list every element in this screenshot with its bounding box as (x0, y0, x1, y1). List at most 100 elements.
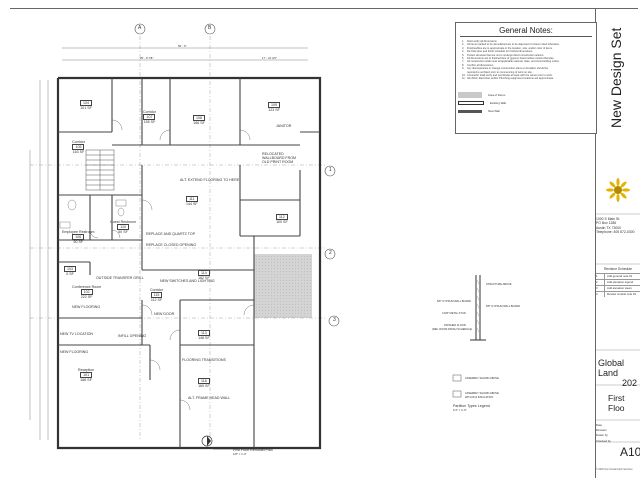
note-item: 8.Confirm all dimensions. (462, 63, 494, 67)
titleblock-divider (595, 8, 596, 478)
note-item: 3.Finishes/tiles are to approximate in t… (462, 46, 553, 50)
grid-label-a: A (138, 25, 142, 31)
wt-stud: 3-5/8" METAL STUD (442, 312, 466, 315)
plan-title: First Floor Remodel Plan 1/8" = 1'-0" (233, 448, 273, 457)
plan-title-marker (201, 435, 270, 450)
grid-label-1: 1 (329, 167, 332, 173)
grid-label-b: B (208, 25, 212, 31)
exterior-walls (56, 76, 322, 450)
note-item: 2.All items marked to be demolished are … (462, 43, 560, 47)
legend-swatch-new (458, 109, 482, 113)
wt-gyp-2: 5/8" GYPSUM WALL BOARD (486, 305, 521, 308)
note-item: 5.Protect all areas that are not to unde… (462, 53, 545, 57)
note-newflooring-2: NEW FLOORING (60, 350, 89, 354)
room-116: 116 169 SF (198, 378, 210, 389)
general-notes-list: 1.Field verify all dimensions. 2.All ite… (462, 40, 592, 81)
room-114: 114 182 SF (198, 270, 210, 281)
room-109: 109 123 SF (268, 102, 280, 113)
room-111: 111 144 SF (186, 196, 198, 207)
legend-swatch-existing (458, 101, 484, 105)
note-janitor: JANITOR (276, 124, 292, 128)
grid-label-3: 3 (333, 317, 336, 323)
dim-overall: 56' - 6" (178, 44, 187, 48)
room-112: 112 100 SF (276, 214, 288, 225)
note-newdoor: NEW DOOR (154, 312, 175, 316)
note-transitions: FLOORING TRANSITIONS (182, 358, 226, 362)
room-113: 113 148 SF (198, 330, 210, 341)
note-item: 6.All dimensions are to finished face of… (462, 57, 555, 61)
dim-seg-1: 25' - 8 7/8" (140, 56, 154, 60)
fixtures (59, 199, 127, 229)
note-extend: ALT. EXTEND FLOORING TO HERE (180, 178, 240, 182)
dim-seg-2: 17' - 10 3/4" (262, 56, 277, 60)
note-item: reported to architect prior to commencin… (467, 70, 533, 74)
partition-types-legend: Partition Types Legend 1/4" = 1'-0" (453, 404, 490, 412)
wt-structure: STRUCTURE ABOVE (486, 283, 512, 286)
legend-swatch-demo (458, 92, 482, 98)
titleblock-fields: Date Revision Drawn by Checked by (596, 423, 611, 443)
room-108: 108 166 SF (193, 115, 205, 126)
general-notes-title: General Notes: (499, 26, 553, 35)
wt-tag2-text-b: WITH R13 INSULATION (465, 396, 494, 399)
wt-tag1-text: ASSEMBLY SHOWN ABOVE (465, 377, 499, 380)
note-switches: NEW SWITCHES AND LIGHTING (160, 279, 215, 283)
copyright: © 2018 Sun Construction Services (596, 468, 633, 471)
note-infill: INFILL OPENING (118, 334, 147, 338)
room-101: Reception 101 166 SF (78, 368, 95, 383)
doors (89, 119, 255, 411)
note-item: 7.All construction shall meet all applic… (462, 60, 560, 64)
note-relocated: RELOCATED WALLBOARD FROM OLD PRINT ROOM (262, 152, 297, 164)
room-name: 104 (83, 101, 89, 105)
note-closed: REPLACE CLOSED OPENING (146, 243, 197, 247)
sheet-name: First Floo (608, 393, 625, 413)
wt-floor-ref: (REF. ROOM FINISH SCHEDULE) (432, 328, 473, 331)
note-item: 11.All HVAC, Electrical, and/or Plumbing… (462, 77, 554, 81)
demo-area (254, 254, 312, 318)
legend-row-demo: Area of Demo (458, 91, 592, 99)
sheet-border-top (10, 8, 638, 9)
note-tv-location: NEW TV LOCATION (60, 332, 94, 336)
grid-label-2: 2 (329, 250, 332, 256)
titleblock-rules (596, 213, 640, 443)
dimension-lines (29, 47, 308, 440)
logo-flower (606, 178, 630, 202)
grid-bubbles (134, 23, 340, 327)
wt-tag2-text: ASSEMBLY SHOWN ABOVE (465, 392, 499, 395)
note-item: 10.Contractor shall verify and coordinat… (462, 74, 553, 78)
note-newflooring: NEW FLOORING (72, 305, 101, 309)
room-102: Conference Room 102 222 SF (72, 285, 102, 300)
interior-walls (58, 78, 320, 448)
room-105: Corridor 105 163 SF (72, 140, 85, 155)
firm-address: 1000 S Main St. PO Box 1286 Austin TX 73… (596, 217, 635, 235)
partition-hatch (476, 279, 480, 333)
room-110: Guest Restroom 110 50 SF (110, 220, 137, 235)
note-item: 1.Field verify all dimensions. (462, 40, 498, 43)
room-115: Corridor 115 112 SF (150, 288, 163, 303)
wt-floor: FINISHED FLOOR (444, 324, 466, 327)
legend-row-existing: Existing Wall (458, 99, 592, 107)
room-104: 104 101 SF (80, 100, 92, 110)
sheet-number: A10 (620, 445, 640, 459)
note-transfer: OUTSIDE TRANSFER GRILL (96, 276, 144, 280)
note-item: 4.Re-Tack plan and finish schedule for f… (462, 50, 534, 54)
general-notes-panel: General Notes: 1.Field verify all dimens… (455, 22, 597, 134)
room-area: 101 SF (80, 106, 92, 111)
wall-type-tags (452, 374, 462, 398)
note-quartz: REPLACE AND QUARTZ TOP (146, 232, 196, 236)
room-107: Corridor 107 155 SF (143, 110, 156, 125)
note-framehead: ALT. FRAME HEAD WALL (188, 396, 231, 400)
wt-gyp: 5/8" GYPSUM WALL BOARD (437, 300, 472, 303)
grid-lines (30, 36, 325, 440)
stair (85, 149, 115, 191)
legend-row-new: New Wall (458, 107, 592, 115)
room-103: 103 0 SF (64, 266, 76, 276)
set-title: New Design Set (608, 27, 624, 128)
note-item: 9.Any discrepancies or change constructi… (462, 67, 549, 71)
